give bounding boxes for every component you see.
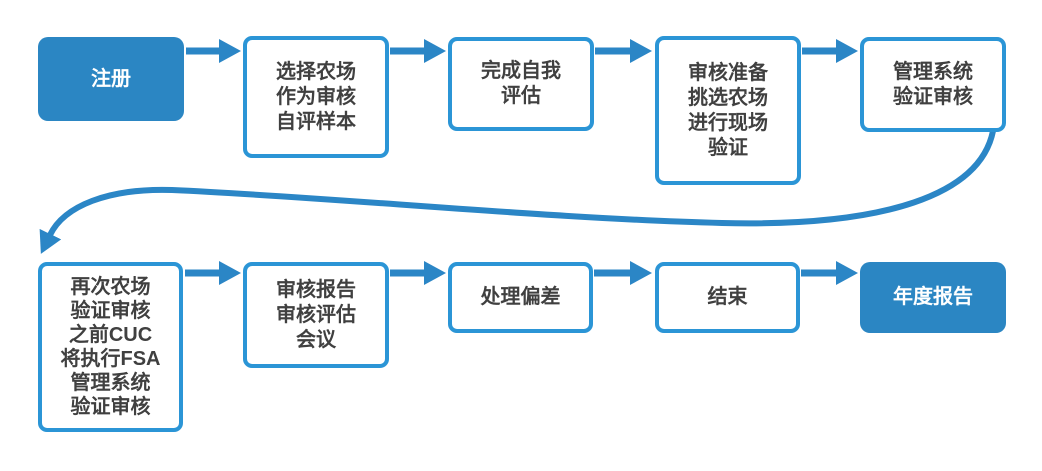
loop-arrow-systemaudit-to-reaudit	[39, 130, 996, 254]
node-handle-deviations: 处理偏差	[448, 262, 593, 333]
node-select-farm-sample: 选择农场 作为审核 自评样本	[243, 36, 389, 158]
node-self-assessment: 完成自我 评估	[448, 37, 594, 131]
node-annual-report: 年度报告	[860, 262, 1006, 333]
node-management-system-audit: 管理系统 验证审核	[860, 37, 1006, 132]
node-audit-preparation: 审核准备 挑选农场 进行现场 验证	[655, 36, 801, 185]
node-reaudit-cuc-fsa: 再次农场 验证审核 之前CUC 将执行FSA 管理系统 验证审核	[38, 262, 183, 432]
node-audit-report-meeting: 审核报告 审核评估 会议	[243, 262, 389, 368]
node-end: 结束	[655, 262, 800, 333]
node-register: 注册	[38, 37, 184, 121]
